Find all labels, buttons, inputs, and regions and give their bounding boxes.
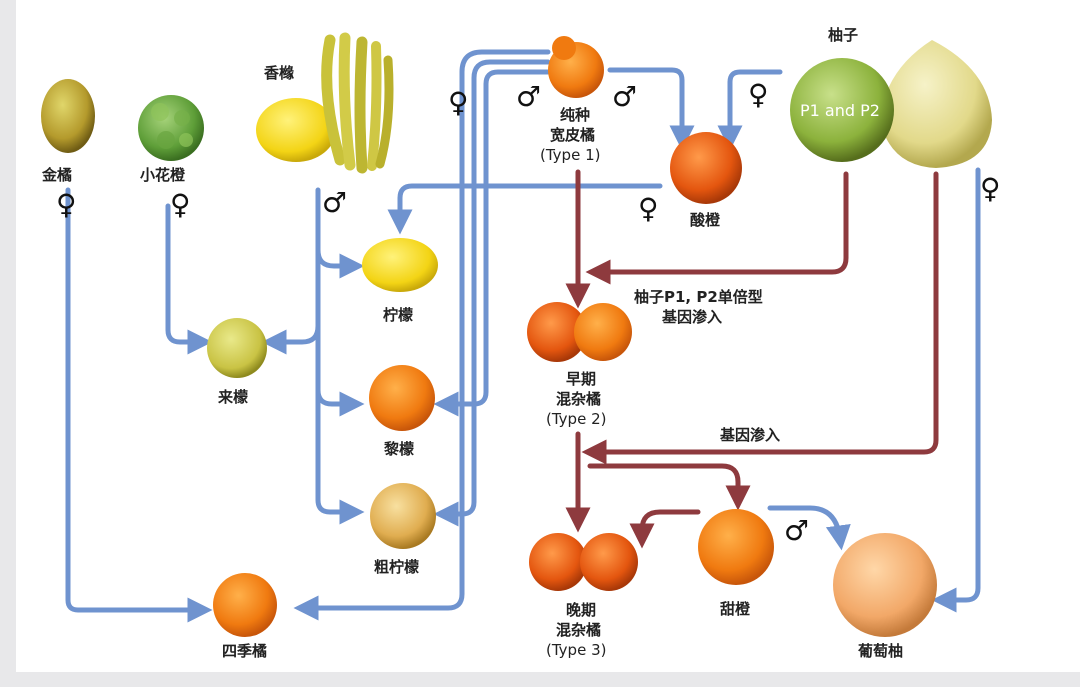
lemon-fruit xyxy=(362,238,438,292)
label-introgression-2: 基因渗入 xyxy=(719,426,780,444)
arrow-citron-trunk xyxy=(315,187,365,525)
label-early-hybrid-line1: 早期 xyxy=(566,370,596,388)
female-symbol-pomelo-right: ♀ xyxy=(980,172,1001,205)
calamondin-fruit xyxy=(213,573,277,637)
arrow-mandarin-to-rough-lemon xyxy=(433,59,551,527)
label-late-hybrid-line1: 晚期 xyxy=(566,601,596,619)
arrow-citron-to-lime xyxy=(261,323,321,355)
arrow-mandarin-to-sour-orange xyxy=(607,67,695,151)
label-small-flower-orange: 小花橙 xyxy=(140,166,186,184)
label-lime: 来檬 xyxy=(217,388,248,406)
label-pomelo-inner: P1 and P2 xyxy=(800,101,880,120)
female-symbol-kumquat: ♀ xyxy=(56,188,77,221)
maternal-arrows xyxy=(65,49,981,623)
fruit-labels: 金橘 小花橙 香橼 纯种 宽皮橘 (Type 1) 柚子 P1 and P2 酸… xyxy=(41,26,903,660)
female-symbol-mandarin: ♀ xyxy=(448,86,469,119)
arrow-mandarin-to-rangpur xyxy=(433,69,551,417)
grapefruit-fruit xyxy=(833,533,937,637)
female-symbol-pomelo-left: ♀ xyxy=(748,78,769,111)
label-sweet-orange: 甜橙 xyxy=(720,600,751,618)
lime-fruit xyxy=(207,318,267,378)
label-sour-orange: 酸橙 xyxy=(690,211,721,229)
male-symbol-sweet-orange: ♂ xyxy=(784,514,809,547)
label-late-hybrid-line2: 混杂橘 xyxy=(556,621,601,639)
citron-fruit xyxy=(256,32,394,174)
kumquat-fruit xyxy=(41,79,95,153)
arrow-mandarin-to-calamondin xyxy=(293,49,551,621)
label-pure-mandarin-line3: (Type 1) xyxy=(540,146,600,164)
arrow-citron-to-lemon xyxy=(315,247,365,279)
sex-symbols: ♀ ♀ ♂ ♀ ♂ ♂ ♀ ♀ ♀ ♂ xyxy=(56,78,1001,547)
male-symbol-mandarin-left: ♂ xyxy=(516,80,541,113)
arrow-small-flower-orange-to-lime xyxy=(165,203,213,355)
label-grapefruit: 葡萄柚 xyxy=(857,642,903,660)
arrow-sweet-orange-to-grapefruit xyxy=(767,505,851,551)
label-introgression-1-line2: 基因渗入 xyxy=(661,308,722,326)
citrus-lineage-diagram: ♀ ♀ ♂ ♀ ♂ ♂ ♀ ♀ ♀ ♂ 金橘 小花橙 香橼 纯种 宽皮橘 (Ty… xyxy=(41,26,1001,660)
label-introgression-1-line1: 柚子P1, P2单倍型 xyxy=(634,288,763,306)
arrow-kumquat-to-calamondin xyxy=(65,187,213,623)
arrow-pomelo-to-grapefruit xyxy=(931,167,981,613)
label-late-hybrid-line3: (Type 3) xyxy=(546,641,606,659)
label-citron: 香橼 xyxy=(264,64,294,82)
sour-orange-fruit xyxy=(670,132,742,204)
small-flower-orange-fruit xyxy=(138,95,204,161)
arrow-pomelo-to-sour-orange xyxy=(717,69,783,151)
arrow-sweet-orange-to-late-hybrid xyxy=(629,509,701,549)
early-hybrid-fruit xyxy=(527,302,632,362)
label-rangpur: 黎檬 xyxy=(384,440,414,458)
arrow-citron-to-rangpur xyxy=(315,387,365,417)
male-symbol-mandarin-right: ♂ xyxy=(612,80,637,113)
pure-mandarin-fruit xyxy=(548,36,604,98)
label-calamondin: 四季橘 xyxy=(222,642,267,660)
late-hybrid-fruit xyxy=(529,533,638,591)
label-pure-mandarin-line2: 宽皮橘 xyxy=(549,126,595,144)
sweet-orange-fruit xyxy=(698,509,774,585)
female-symbol-small-flower-orange: ♀ xyxy=(170,188,191,221)
male-symbol-citron: ♂ xyxy=(322,186,347,219)
lineage-arrows xyxy=(565,169,939,549)
pomelo-fruit xyxy=(790,40,992,168)
arrow-pomelo-introgression-2 xyxy=(581,171,939,465)
arrow-pomelo-introgression-1 xyxy=(585,171,849,285)
bottom-margin xyxy=(0,672,1080,687)
arrow-early-to-sweet-orange xyxy=(587,463,751,511)
diagram-canvas: ♀ ♀ ♂ ♀ ♂ ♂ ♀ ♀ ♀ ♂ 金橘 小花橙 香橼 纯种 宽皮橘 (Ty… xyxy=(16,0,1080,672)
arrow-sour-orange-to-lemon xyxy=(387,183,663,235)
label-rough-lemon: 粗柠檬 xyxy=(374,558,419,576)
label-lemon: 柠檬 xyxy=(383,306,413,324)
label-pure-mandarin-line1: 纯种 xyxy=(560,106,590,124)
label-pomelo: 柚子 xyxy=(828,26,858,44)
rough-lemon-fruit xyxy=(370,483,436,549)
female-symbol-sour-orange: ♀ xyxy=(638,192,659,225)
label-kumquat: 金橘 xyxy=(41,166,72,184)
label-early-hybrid-line2: 混杂橘 xyxy=(556,390,601,408)
label-early-hybrid-line3: (Type 2) xyxy=(546,410,606,428)
rangpur-fruit xyxy=(369,365,435,431)
